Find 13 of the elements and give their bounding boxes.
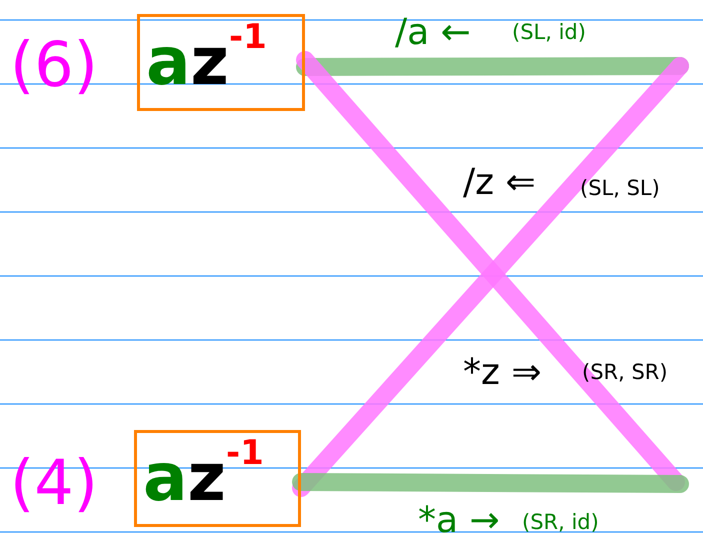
connector-line	[296, 57, 689, 76]
equation-number: (6)	[10, 30, 98, 100]
equation-number: (4)	[10, 448, 98, 518]
operation-label: *z ⇒	[463, 352, 542, 393]
expression-box: az$^{-1}$	[137, 14, 305, 111]
operation-label: /a ←	[395, 12, 471, 53]
operation-label: /z ⇐	[463, 162, 536, 203]
pair-label: (SL, SL)	[580, 176, 660, 200]
connector-line	[292, 473, 689, 493]
pair-label: (SR, SR)	[582, 360, 668, 384]
pair-label: (SL, id)	[512, 20, 586, 44]
pair-label: (SR, id)	[522, 510, 599, 534]
operation-label: *a →	[418, 500, 500, 541]
